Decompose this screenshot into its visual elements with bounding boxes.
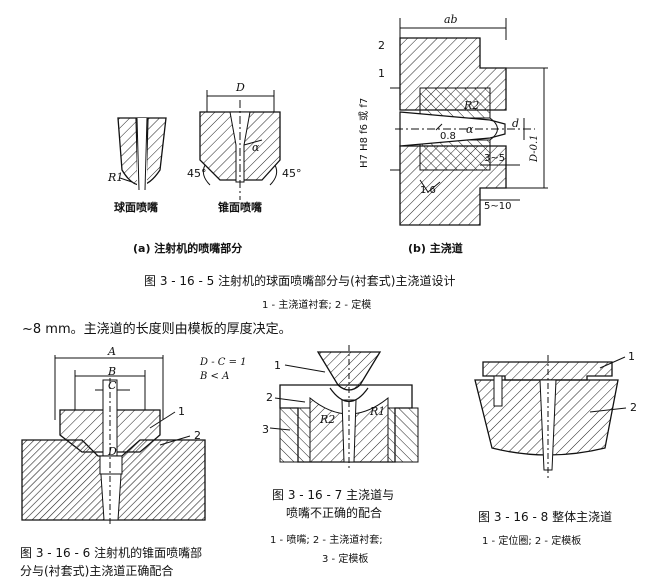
d-dim-label: D <box>108 445 117 458</box>
fig5-legend: 1 - 主浇道衬套; 2 - 定模 <box>262 300 372 311</box>
roughness-08-label: 0.8 <box>440 131 456 142</box>
integral-sprue-drawing <box>474 355 627 478</box>
d-tolerance-label: D-0.1 <box>529 134 540 163</box>
sprue-drawing <box>390 18 548 226</box>
callout-2: 2 <box>378 39 385 52</box>
fig7-r2-label: R2 <box>320 413 336 426</box>
fit-note-1: D - C = 1 <box>200 357 247 368</box>
sphere-nozzle-label: 球面喷嘴 <box>114 201 158 214</box>
d-dimension-label: D <box>236 81 245 94</box>
dim-5-10-label: 5~10 <box>484 201 512 212</box>
c-dim-label: C <box>108 379 117 392</box>
fig6-caption-line1: 图 3 - 16 - 6 注射机的锥面喷嘴部 <box>20 546 203 560</box>
d-small-label: d <box>512 117 520 130</box>
cone-nozzle-drawing <box>199 90 281 200</box>
r2-label: R2 <box>464 99 480 112</box>
subfig-a-label: (a) 注射机的喷嘴部分 <box>133 242 243 255</box>
roughness-16-label: 1.6 <box>420 185 436 196</box>
a-dim-label: A <box>108 345 116 358</box>
cone-nozzle-label: 锥面喷嘴 <box>218 201 262 214</box>
fig7-callout-3: 3 <box>262 423 269 436</box>
fig7-legend-line2: 3 - 定模板 <box>322 554 369 565</box>
angle-left-label: 45° <box>187 167 207 180</box>
angle-right-label: 45° <box>282 167 302 180</box>
fig6-callout-1: 1 <box>178 405 185 418</box>
fig7-callout-2: 2 <box>266 391 273 404</box>
fig8-legend: 1 - 定位圈; 2 - 定模板 <box>482 536 582 547</box>
fig7-r1-label: R1 <box>370 405 386 418</box>
fig7-callout-1: 1 <box>274 359 281 372</box>
fit-note-2: B < A <box>200 371 230 382</box>
ab-label: ab <box>444 13 458 26</box>
subfig-b-label: (b) 主浇道 <box>408 242 463 255</box>
fit-tolerance-label: H7 H8 f6 或 f7 <box>359 97 370 168</box>
fig7-caption-line1: 图 3 - 16 - 7 主浇道与 <box>272 488 395 502</box>
fig8-caption: 图 3 - 16 - 8 整体主浇道 <box>478 510 613 524</box>
fig6-callout-2: 2 <box>194 429 201 442</box>
fig8-callout-1: 1 <box>628 350 635 363</box>
sphere-nozzle-drawing <box>117 117 167 191</box>
alpha-label: α <box>252 141 260 154</box>
fig7-legend-line1: 1 - 喷嘴; 2 - 主浇道衬套; <box>270 535 383 546</box>
fig5-caption: 图 3 - 16 - 5 注射机的球面喷嘴部分与(衬套式)主浇道设计 <box>144 274 456 288</box>
incorrect-fit-drawing <box>269 345 419 470</box>
body-text: ~8 mm。主浇道的长度则由模板的厚度决定。 <box>22 322 292 337</box>
fig6-caption-line2: 分与(衬套式)主浇道正确配合 <box>20 564 174 578</box>
fig8-callout-2: 2 <box>630 401 637 414</box>
callout-1: 1 <box>378 67 385 80</box>
fig7-caption-line2: 喷嘴不正确的配合 <box>286 506 383 520</box>
cone-fit-drawing <box>21 355 206 525</box>
r1-label: R1 <box>108 171 124 184</box>
alpha-b-label: α <box>466 123 474 136</box>
dim-3-5-label: 3~5 <box>484 153 506 164</box>
b-dim-label: B <box>108 365 117 378</box>
